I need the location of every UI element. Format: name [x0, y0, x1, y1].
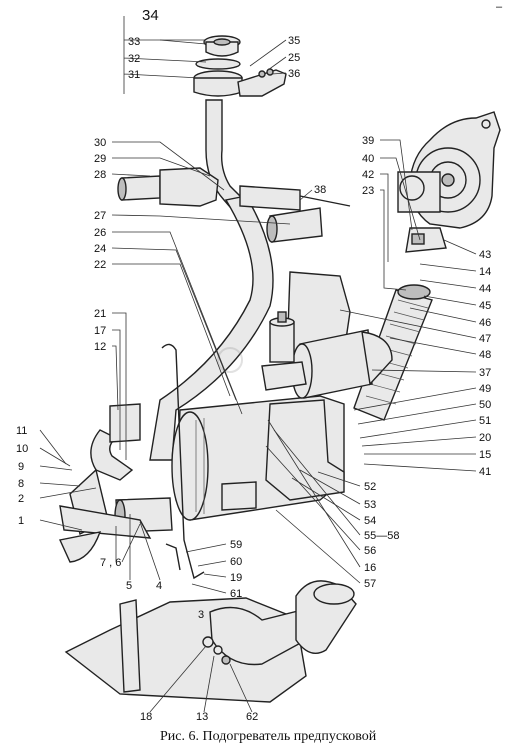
callout-27: 27	[94, 210, 106, 222]
leader-lines	[39, 16, 477, 713]
exhaust-elbow-and-plate	[64, 580, 357, 703]
drain-rod	[161, 343, 205, 580]
callout-4: 4	[156, 580, 162, 592]
callout-9: 9	[18, 461, 24, 473]
callout-24: 24	[94, 243, 106, 255]
callout-5: 5	[126, 580, 132, 592]
callout-16: 16	[364, 562, 376, 574]
callout-29: 29	[94, 153, 106, 165]
mounting-bracket	[265, 399, 345, 501]
callout-51: 51	[479, 415, 491, 427]
callout-43: 43	[479, 249, 491, 261]
callout-38: 38	[314, 184, 326, 196]
callout-33: 33	[128, 36, 140, 48]
callout-36: 36	[288, 68, 300, 80]
figure-caption: Рис. 6. Подогреватель предпусковой	[160, 729, 377, 744]
callout-60: 60	[230, 556, 242, 568]
callout-15: 15	[479, 449, 491, 461]
callout-44: 44	[479, 283, 491, 295]
callout-11: 11	[16, 425, 27, 437]
callout-50: 50	[479, 399, 491, 411]
callout-41: 41	[479, 466, 491, 478]
callout-53: 53	[364, 499, 376, 511]
callout-labels: 34 33 32 31 35 25 36 30 29 28 38 39 40 4…	[16, 7, 491, 723]
inlet-connector	[117, 167, 219, 207]
callout-19: 19	[230, 572, 242, 584]
callout-18: 18	[140, 711, 152, 723]
watermark-logo	[217, 347, 243, 373]
callout-14: 14	[479, 266, 491, 278]
blower-unit	[397, 111, 501, 253]
fuel-valve	[261, 311, 307, 391]
callout-22: 22	[94, 259, 106, 271]
callout-21: 21	[94, 308, 106, 320]
callout-23: 23	[362, 185, 374, 197]
callout-55-58: 55—58	[364, 530, 399, 542]
callout-32: 32	[128, 53, 140, 65]
callout-37: 37	[479, 367, 491, 379]
callout-1: 1	[18, 515, 24, 527]
callout-57: 57	[364, 578, 376, 590]
callout-39: 39	[362, 135, 374, 147]
callout-31: 31	[128, 69, 140, 81]
callout-54: 54	[364, 515, 376, 527]
callout-40: 40	[362, 153, 374, 165]
callout-2: 2	[18, 493, 24, 505]
callout-61: 61	[230, 588, 242, 600]
callout-17: 17	[94, 325, 106, 337]
callout-34: 34	[142, 7, 159, 24]
callout-45: 45	[479, 300, 491, 312]
callout-10: 10	[16, 443, 28, 455]
callout-52: 52	[364, 481, 376, 493]
callout-42: 42	[362, 169, 374, 181]
callout-59: 59	[230, 539, 242, 551]
coolant-hose-30	[149, 195, 274, 461]
callout-8: 8	[18, 478, 24, 490]
callout-46: 46	[479, 317, 491, 329]
callout-3: 3	[198, 609, 204, 621]
callout-20: 20	[479, 432, 491, 444]
callout-25: 25	[288, 52, 300, 64]
callout-49: 49	[479, 383, 491, 395]
callout-30: 30	[94, 137, 106, 149]
callout-56: 56	[364, 545, 376, 557]
callout-48: 48	[479, 349, 491, 361]
corner-mark: –	[496, 1, 503, 13]
callout-35: 35	[288, 35, 300, 47]
filler-cap-assembly	[193, 35, 287, 97]
callout-12: 12	[94, 341, 106, 353]
callout-28: 28	[94, 169, 106, 181]
callout-26: 26	[94, 227, 106, 239]
callout-62: 62	[246, 711, 258, 723]
callout-13: 13	[196, 711, 208, 723]
callout-7-6: 7 , 6	[100, 557, 121, 569]
callout-47: 47	[479, 333, 491, 345]
